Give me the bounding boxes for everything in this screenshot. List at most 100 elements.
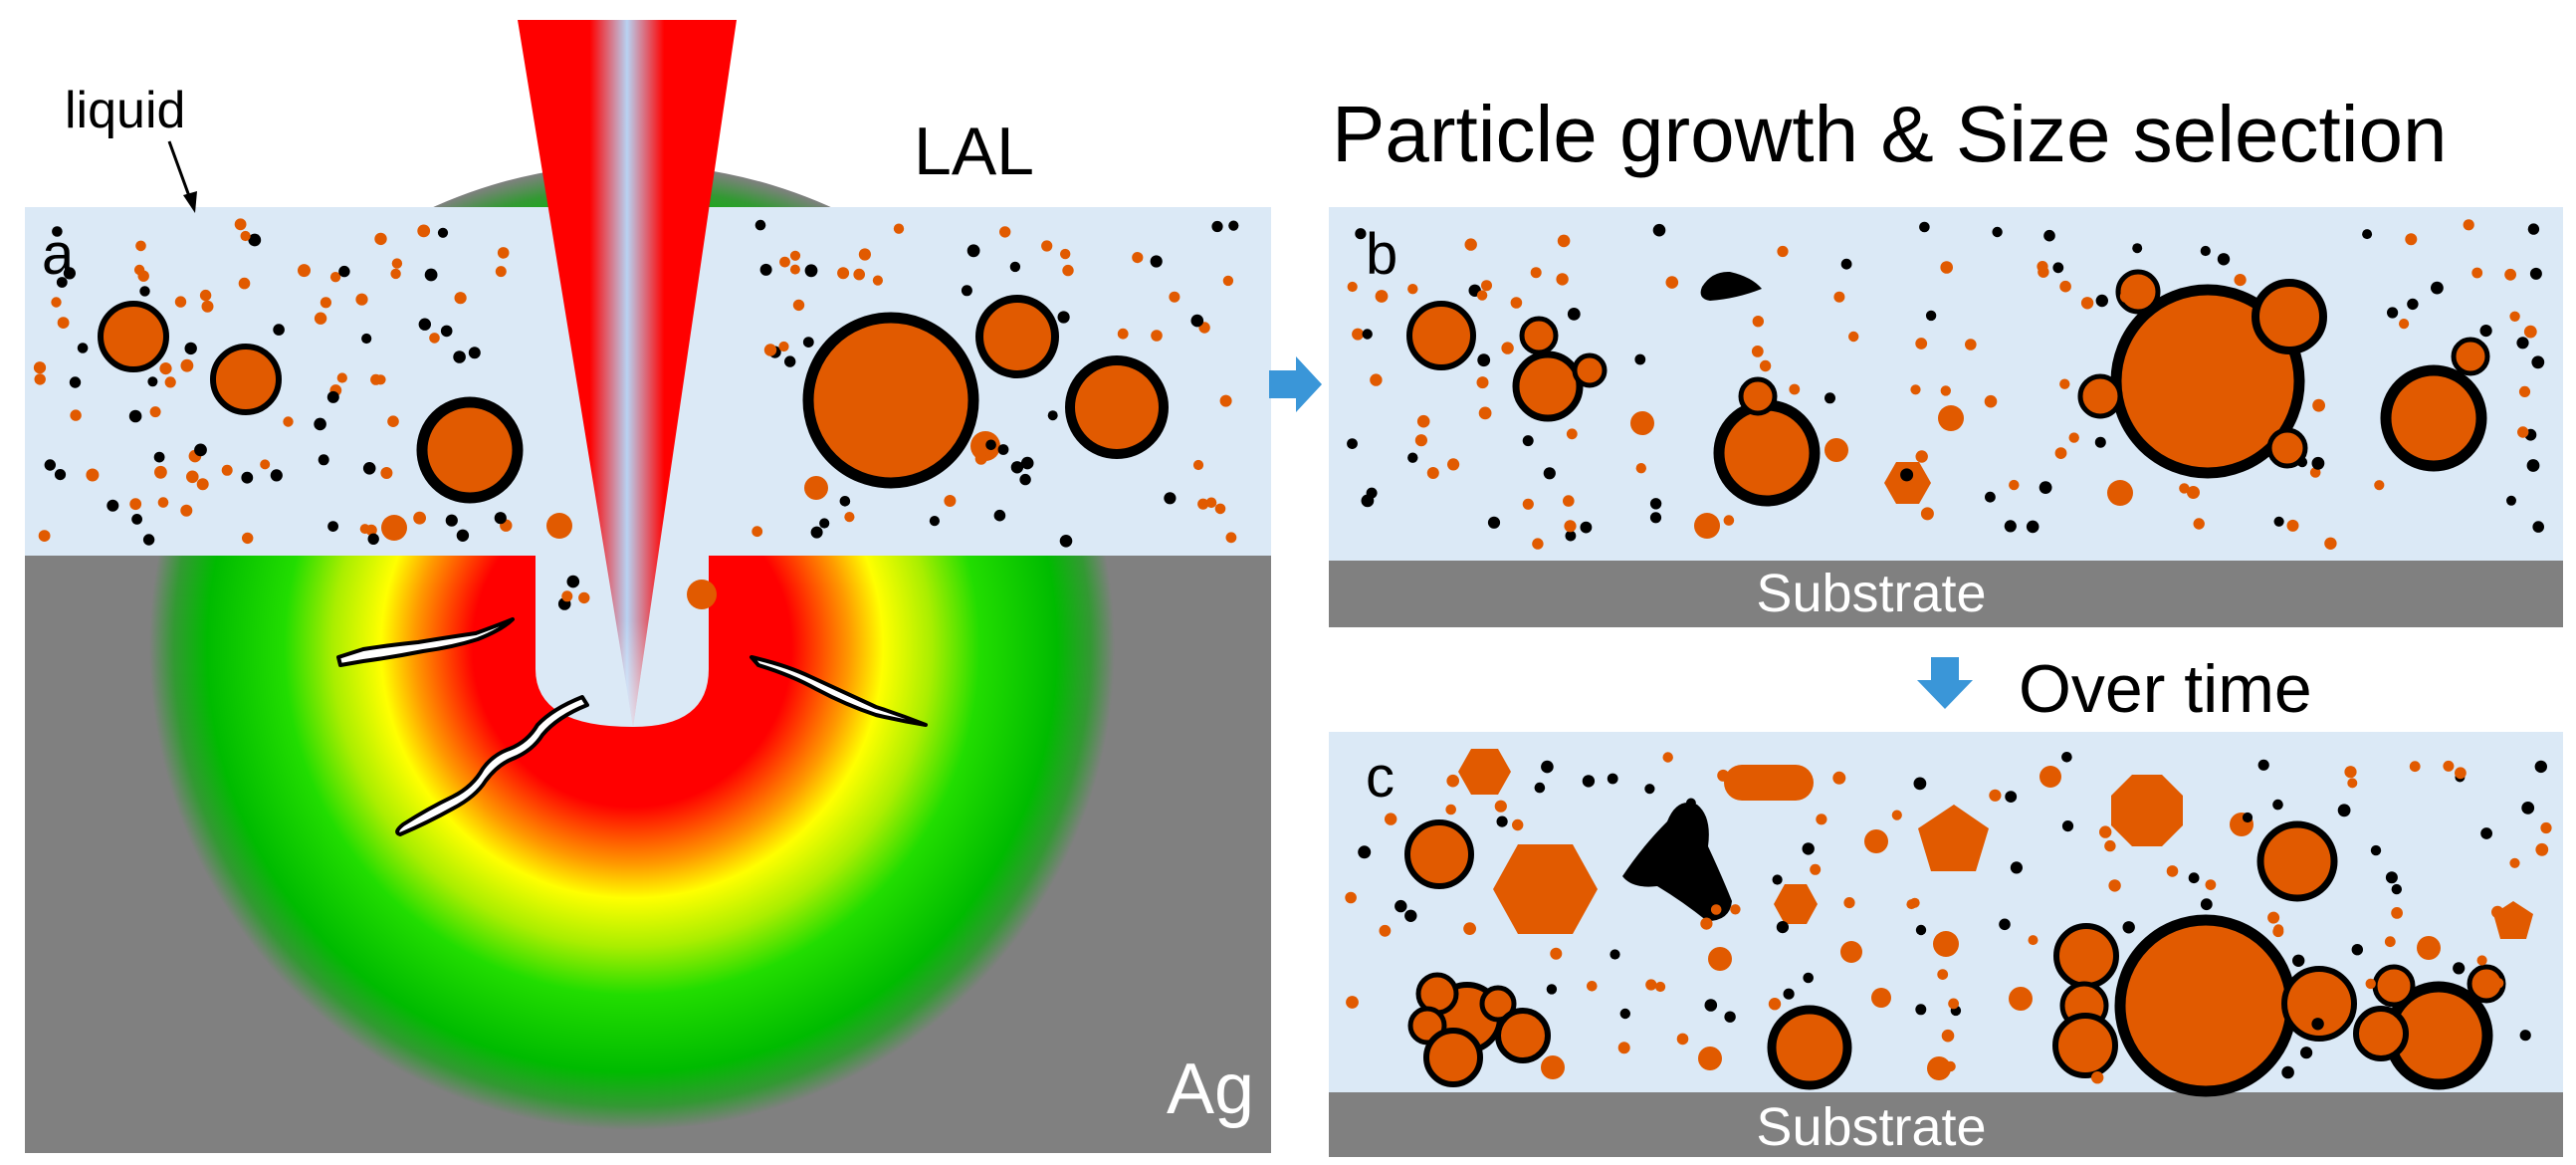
nanoparticle-dot — [2509, 857, 2520, 868]
nanoparticle-dot — [2234, 274, 2247, 287]
nanoparticle-dot — [1649, 498, 1662, 510]
nanoparticle-dot — [1777, 245, 1789, 258]
nanoparticle-dot — [338, 265, 350, 278]
nanoparticle-dot — [1563, 495, 1575, 507]
nanoparticle-dot — [1395, 899, 1407, 913]
nanoparticle-dot — [1522, 498, 1534, 510]
nanoparticle-dot — [1925, 310, 1937, 322]
nanoparticle-dot — [1019, 473, 1031, 486]
nanoparticle-dot — [2517, 426, 2529, 438]
cracks — [336, 617, 928, 836]
over-time-label: Over time — [2019, 651, 2312, 727]
nanoparticle-dot — [808, 482, 820, 495]
nanoparticle-dot — [1759, 359, 1772, 372]
nanoparticle-dot — [1404, 909, 1417, 922]
nanoparticle-dot — [2540, 821, 2552, 834]
nanoparticle-dot — [2504, 268, 2517, 281]
nanoparticle-dot — [1219, 394, 1232, 407]
nanoparticle-dot — [1685, 798, 1696, 809]
nanoparticle-dot — [1530, 267, 1542, 279]
nanoparticle-dot — [298, 264, 311, 278]
nanoparticle-dot — [2518, 385, 2531, 397]
nanoparticle-dot — [2095, 294, 2108, 308]
nanoparticle-dot — [56, 277, 68, 288]
nanoparticle-dot — [2039, 481, 2052, 494]
nanoparticle-dot — [159, 362, 172, 375]
nanoparticle-dot — [107, 499, 119, 512]
solid-droplets-b — [1630, 405, 2133, 539]
nanoparticle-dot — [2385, 871, 2398, 884]
nanoparticle-dot — [2535, 842, 2549, 856]
nanoparticle-dot — [2010, 861, 2023, 874]
nanoparticle-dot — [2534, 760, 2547, 774]
nanoparticle-dot — [283, 416, 294, 427]
nanoparticle-dot — [1478, 406, 1492, 420]
nanoparticle-dot — [57, 317, 70, 329]
solid-droplets-a — [381, 431, 1000, 609]
nanoparticle-dot — [2306, 980, 2319, 993]
nanoparticle-dot — [374, 232, 387, 246]
nanoparticle-dot — [2409, 761, 2421, 773]
nanoparticle-dot — [2217, 253, 2231, 266]
nanoparticle-dot — [1617, 1042, 1630, 1054]
nanoparticle-dot — [2509, 311, 2520, 322]
nanoparticle-dot — [365, 524, 377, 537]
nanoparticle-dot — [497, 247, 510, 259]
nanoparticle-dot — [872, 275, 884, 286]
liquid-label: liquid — [65, 82, 185, 139]
nanoparticle-dot — [2479, 325, 2492, 338]
nanoparticle-dot — [1464, 238, 1477, 251]
nanoparticle-dot — [2311, 1018, 2324, 1031]
polygon-particles-c — [1458, 749, 2533, 939]
nanoparticle-dot — [1541, 760, 1554, 774]
nanoparticle-dot — [86, 468, 100, 482]
nanoparticle-dot — [1652, 223, 1666, 237]
nanoparticle-dot — [2273, 516, 2284, 527]
nanoparticle-dot — [1989, 789, 2002, 802]
nanoparticle-dot — [2344, 766, 2357, 779]
nanoparticle-dot — [2205, 879, 2217, 890]
nanoparticle-dot — [1634, 353, 1646, 365]
nanoparticle-dot — [1940, 261, 1953, 274]
nanoparticle-dot — [2059, 378, 2070, 389]
nanoparticle-dot — [1416, 414, 1430, 428]
nanoparticle-dot — [1197, 498, 1209, 510]
nanoparticle-dot — [2193, 518, 2205, 530]
nanoparticle-dot — [1941, 1029, 1955, 1043]
nanoparticle-dot — [751, 526, 763, 538]
nanoparticle-dot — [2028, 935, 2039, 946]
nanoparticle-dot — [1724, 1011, 1736, 1023]
nanoparticle-dot — [1768, 998, 1782, 1011]
substrate-label-b: Substrate — [1756, 564, 1986, 623]
panel-b: Particle growth & Size selection Substra… — [1329, 90, 2563, 627]
nanoparticle-dot — [184, 342, 197, 355]
nanoparticle-dot — [2384, 936, 2396, 948]
nanoparticle-dot — [440, 325, 453, 338]
nanoparticle-dot — [429, 333, 440, 344]
nanoparticle-dot — [2480, 827, 2493, 839]
nanoparticle-dot — [391, 258, 403, 269]
nanoparticle-dot — [1228, 220, 1239, 231]
nanoparticle-dot — [2292, 954, 2305, 967]
lal-label: LAL — [914, 114, 1034, 189]
nanoparticle-dot — [2068, 432, 2079, 443]
nanoparticle-dot — [893, 223, 905, 234]
nanoparticle-dot — [1655, 981, 1666, 993]
nanoparticle-dot — [370, 373, 382, 385]
nanoparticle-dot — [985, 439, 996, 451]
nanoparticle-dot — [1999, 918, 2011, 931]
nanoparticle-dot — [327, 521, 338, 532]
nanoparticle-dot — [2365, 978, 2376, 990]
nanoparticle-dot — [804, 264, 818, 278]
dots-panel-a — [33, 218, 1239, 548]
nanoparticle-dot — [1463, 922, 1476, 935]
nanoparticle-dot — [1848, 331, 1859, 343]
nanoparticle-dot — [2009, 479, 2020, 491]
nanoparticle-dot — [2281, 1065, 2294, 1079]
nanoparticle-dot — [1915, 924, 1927, 936]
nanoparticle-dot — [260, 459, 271, 470]
nanoparticle-dot — [1347, 438, 1358, 449]
growth-title: Particle growth & Size selection — [1332, 90, 2448, 178]
nanoparticle-dot — [38, 530, 51, 542]
nanoparticle-dot — [2104, 839, 2116, 852]
